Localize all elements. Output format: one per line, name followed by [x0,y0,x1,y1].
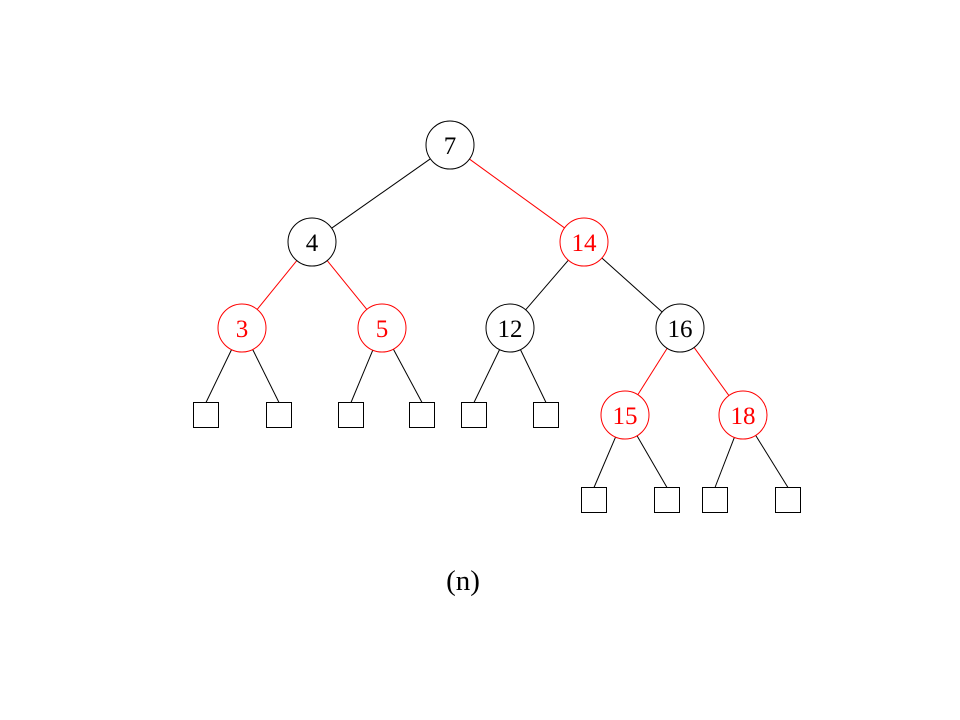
node-circle [485,303,535,353]
nil-leaf-edge [755,435,789,488]
nil-leaf-edge [252,349,280,403]
tree-node-18: 18 [718,390,768,440]
nil-leaf-edge [714,437,735,488]
nil-leaf [702,487,728,513]
nil-leaf-edge [519,349,547,403]
node-label: 15 [613,403,638,430]
node-circle [718,390,768,440]
tree-edge [693,347,730,396]
tree-edge [525,259,569,311]
nil-leaf [338,402,364,428]
node-circle [287,217,337,267]
tree-node-7: 7 [425,120,475,170]
node-label: 4 [306,230,319,257]
tree-edge [637,348,668,395]
node-label: 16 [668,316,693,343]
tree-node-14: 14 [559,217,609,267]
node-circle [559,217,609,267]
nil-leaf [533,402,559,428]
nil-leaf-edge [473,349,501,403]
tree-edge [331,158,431,229]
nil-leaf [581,487,607,513]
node-label: 12 [498,316,523,343]
tree-node-3: 3 [217,303,267,353]
node-label: 7 [444,133,457,160]
nil-leaf [775,487,801,513]
nil-leaves [193,402,801,513]
tree-node-12: 12 [485,303,535,353]
tree-edge [601,257,663,313]
tree-edge [256,260,298,310]
node-label: 5 [376,316,389,343]
nil-leaf-edge [636,435,668,488]
tree-node-5: 5 [357,303,407,353]
node-label: 14 [572,230,598,257]
figure-caption: (n) [446,565,480,597]
nil-leaf [409,402,435,428]
node-circle [357,303,407,353]
node-circle [425,120,475,170]
tree-node-15: 15 [600,390,650,440]
node-label: 18 [731,403,756,430]
nil-leaf-edge [350,349,374,403]
node-circle [655,303,705,353]
node-label: 3 [236,316,249,343]
nil-leaf [461,402,487,428]
tree-nodes: 7 4 14 3 5 12 16 15 18 [217,120,768,440]
tree-edge [326,260,368,310]
nil-leaf [266,402,292,428]
node-circle [600,390,650,440]
nil-leaf-edge [392,348,423,403]
tree-node-4: 4 [287,217,337,267]
nil-leaf-edge [205,349,233,403]
node-circle [217,303,267,353]
nil-leaf-edge [593,436,617,488]
nil-leaf [654,487,680,513]
tree-edge [469,158,565,229]
nil-leaf [193,402,219,428]
tree-node-16: 16 [655,303,705,353]
tree-edges [205,158,789,488]
